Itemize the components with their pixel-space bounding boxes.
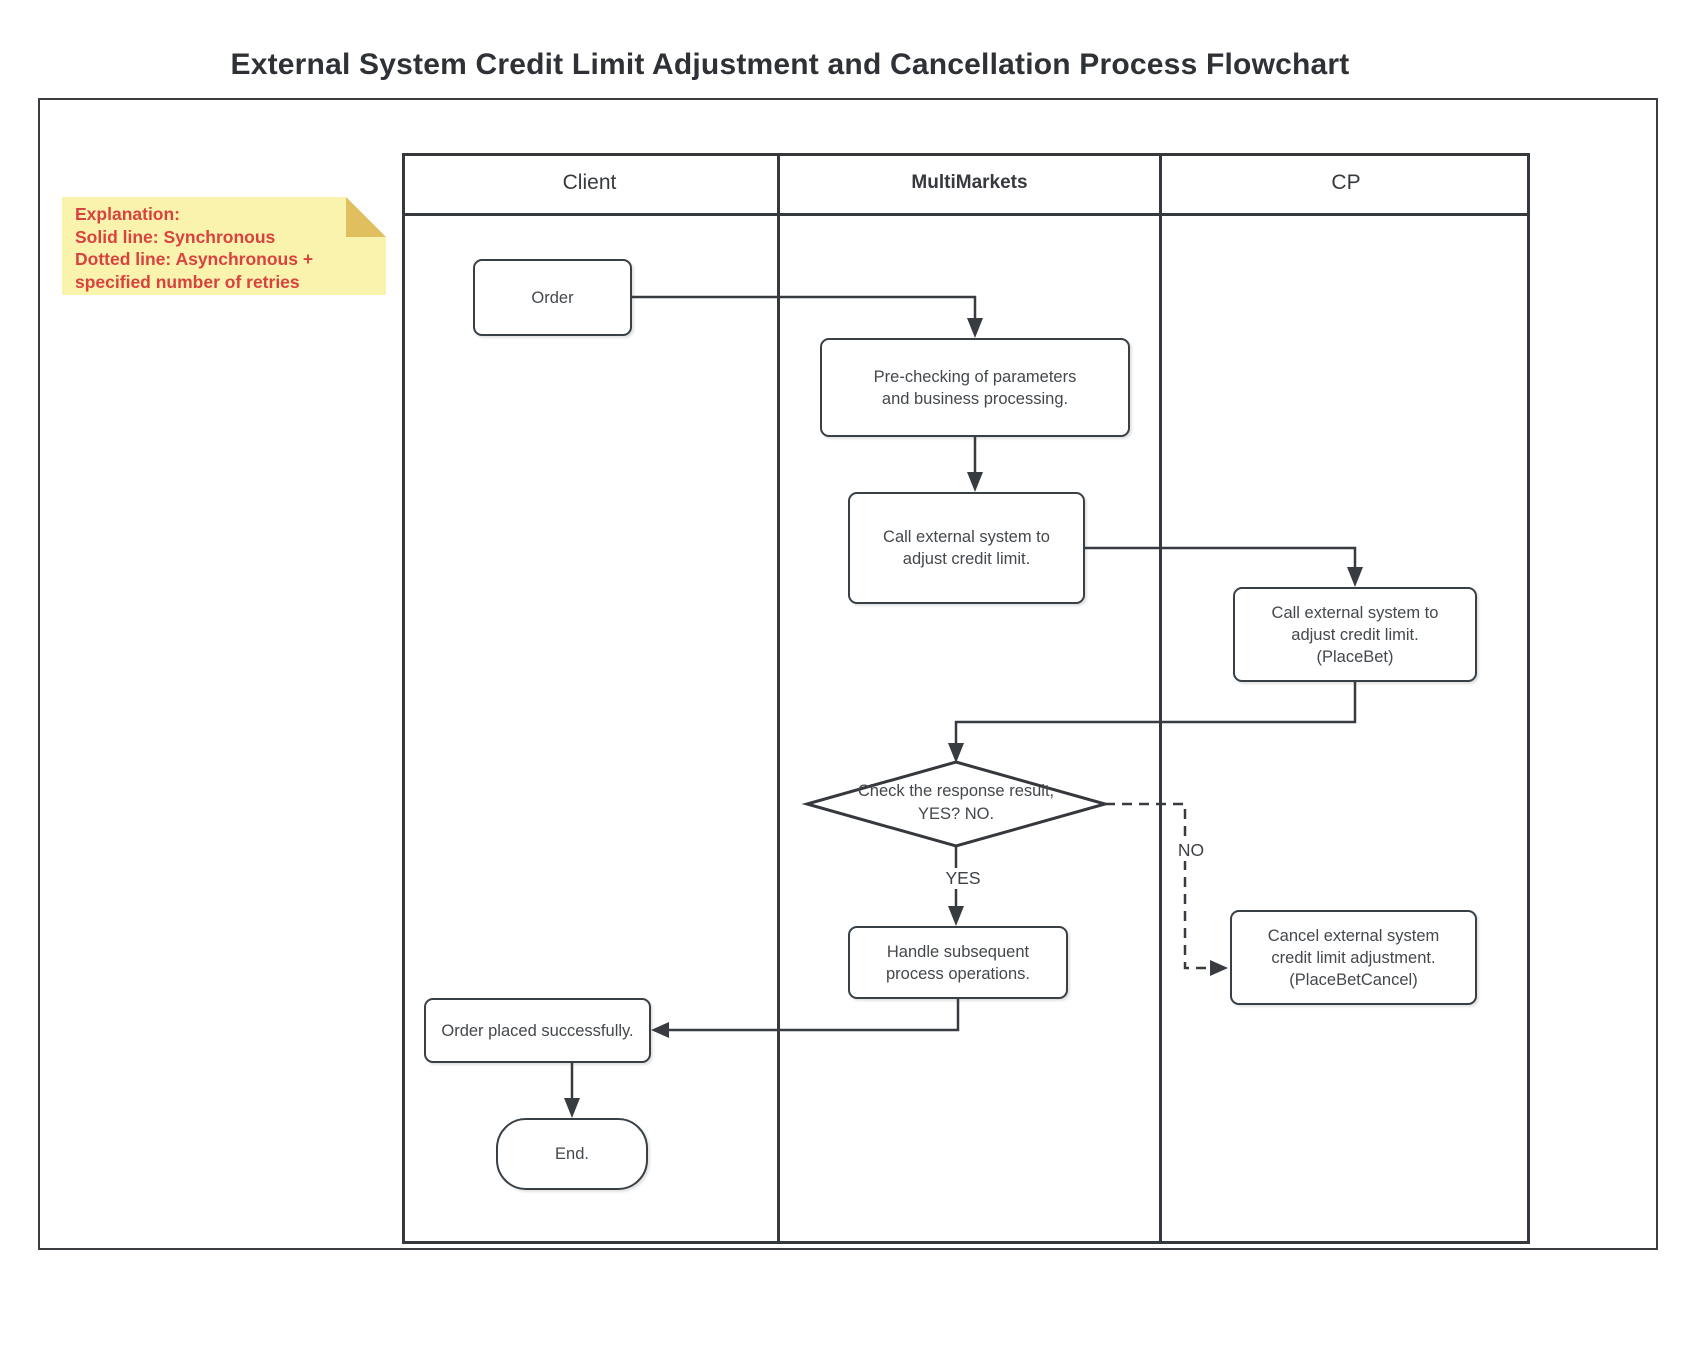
node-precheck: Pre-checking of parameters and business … (820, 338, 1130, 437)
swimlane-header-separator (402, 213, 1530, 216)
node-end: End. (496, 1118, 648, 1190)
lane-header-multimarkets: MultiMarkets (911, 172, 1028, 193)
lane-divider (1159, 153, 1162, 1244)
branch-label-no: NO (1166, 840, 1216, 861)
node-order-placed: Order placed successfully. (424, 998, 651, 1063)
decision-diamond-shape (801, 760, 1111, 848)
legend-line: specified number of retries (75, 271, 300, 292)
swimlane-frame (402, 153, 1530, 1244)
node-call-external-mm: Call external system to adjust credit li… (848, 492, 1085, 604)
page-border (38, 98, 1658, 1250)
branch-label-yes: YES (936, 868, 990, 889)
legend-line: Solid line: Synchronous (75, 226, 276, 247)
node-cancel-placebetcancel: Cancel external system credit limit adju… (1230, 910, 1477, 1005)
decision-diamond-text: Check the response result, YES? NO. (857, 782, 1055, 823)
lane-header-client: Client (562, 171, 617, 194)
legend-line: Explanation: (75, 204, 181, 224)
node-order: Order (473, 259, 632, 336)
node-handle-subsequent: Handle subsequent process operations. (848, 926, 1068, 999)
node-call-external-cp-placebet: Call external system to adjust credit li… (1233, 587, 1477, 682)
lane-divider (777, 153, 780, 1244)
legend-line: Dotted line: Asynchronous + (75, 249, 314, 269)
page-title: External System Credit Limit Adjustment … (230, 48, 1350, 81)
lane-header-cp: CP (1331, 171, 1361, 194)
legend-note: Explanation: Solid line: Synchronous Dot… (62, 197, 386, 295)
